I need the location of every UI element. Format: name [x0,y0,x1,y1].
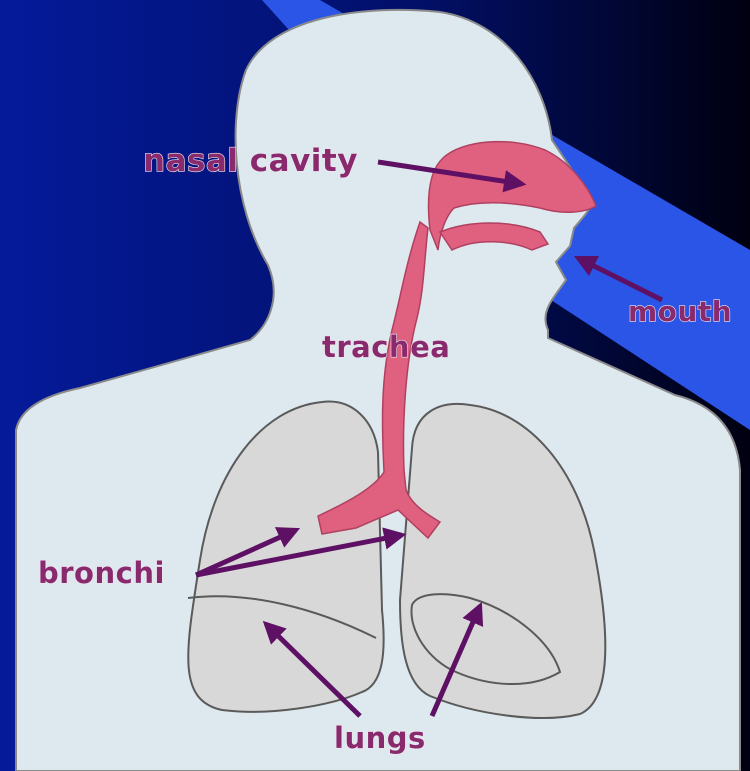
lungs-label: lungs [334,721,426,755]
mouth-label: mouth [628,295,732,328]
bronchi-label: bronchi [38,556,165,590]
trachea-label: trachea [322,330,450,364]
nasal-cavity-label: nasal cavity [143,143,358,179]
